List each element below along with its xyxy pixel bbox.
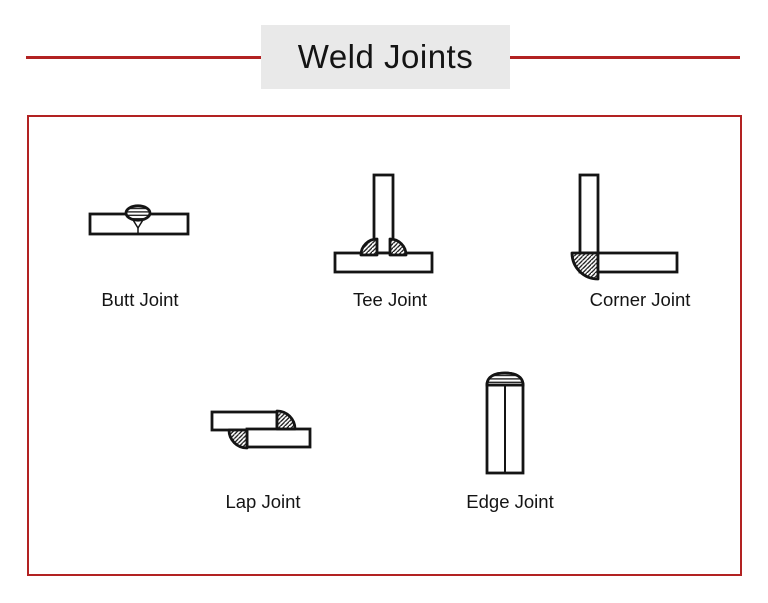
corner-joint-diagram	[570, 173, 679, 281]
butt-joint-label: Butt Joint	[101, 289, 179, 310]
lap-joint-label: Lap Joint	[225, 491, 301, 512]
page-title: Weld Joints	[297, 38, 474, 75]
lap-joint-diagram	[210, 409, 312, 450]
butt-joint-diagram	[88, 204, 190, 236]
corner-joint-label: Corner Joint	[589, 289, 691, 310]
tee-joint-label: Tee Joint	[352, 289, 428, 310]
title-box: Weld Joints	[261, 25, 510, 89]
edge-joint-label: Edge Joint	[466, 491, 554, 512]
tee-joint-diagram	[333, 173, 434, 274]
edge-joint-diagram	[485, 371, 525, 475]
